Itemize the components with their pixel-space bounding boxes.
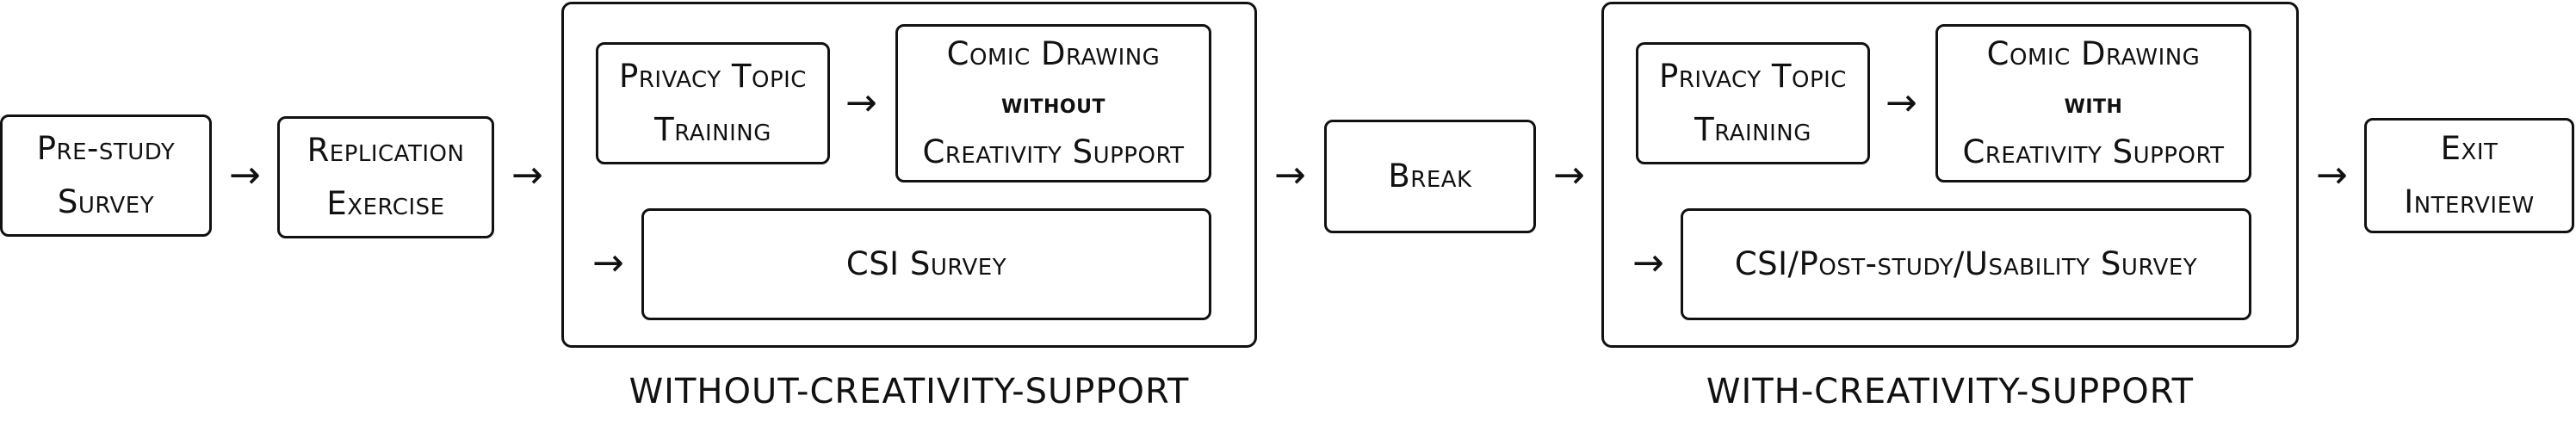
replication-exercise-line-1: Replication bbox=[307, 132, 465, 169]
with-drawing-line-1: Comic Drawing bbox=[1986, 35, 2201, 72]
arrow-icon: → bbox=[592, 241, 624, 285]
with-drawing-line-3: Creativity Support bbox=[1962, 133, 2225, 170]
replication-exercise-line-2: Exercise bbox=[326, 185, 445, 222]
csi-survey-box: CSI Survey bbox=[641, 208, 1211, 320]
without-privacy-topic-training-box: Privacy Topic Training bbox=[596, 42, 830, 164]
with-drawing-emphasis: with bbox=[2064, 87, 2123, 120]
arrow-icon: → bbox=[1886, 81, 1917, 125]
csi-survey-label: CSI Survey bbox=[845, 245, 1007, 282]
arrow-icon: → bbox=[1632, 241, 1664, 285]
with-survey-label: CSI/Post-study/Usability Survey bbox=[1734, 245, 2198, 282]
arrow-icon: → bbox=[229, 153, 261, 197]
replication-exercise-box: Replication Exercise bbox=[277, 116, 494, 238]
exit-interview-line-2: Interview bbox=[2404, 183, 2535, 220]
comic-drawing-with-support-box: Comic Drawing with Creativity Support bbox=[1935, 24, 2251, 182]
without-drawing-emphasis: without bbox=[1001, 87, 1105, 120]
exit-interview-box: Exit Interview bbox=[2364, 118, 2574, 233]
arrow-icon: → bbox=[1553, 153, 1585, 197]
with-group-caption: WITH-CREATIVITY-SUPPORT bbox=[1706, 372, 2195, 411]
without-drawing-line-1: Comic Drawing bbox=[946, 35, 1161, 72]
arrow-icon: → bbox=[511, 153, 543, 197]
exit-interview-line-1: Exit bbox=[2440, 130, 2499, 167]
without-training-line-1: Privacy Topic bbox=[619, 58, 807, 95]
break-box: Break bbox=[1324, 120, 1536, 233]
with-training-line-2: Training bbox=[1694, 111, 1811, 148]
pre-study-survey-box: Pre-study Survey bbox=[0, 114, 212, 237]
arrow-icon: → bbox=[1274, 153, 1306, 197]
arrow-icon: → bbox=[845, 81, 877, 125]
comic-drawing-without-support-box: Comic Drawing without Creativity Support bbox=[895, 24, 1211, 182]
arrow-icon: → bbox=[2316, 153, 2348, 197]
pre-study-survey-line-2: Survey bbox=[57, 183, 155, 220]
without-group-caption: WITHOUT-CREATIVITY-SUPPORT bbox=[629, 372, 1190, 411]
without-training-line-2: Training bbox=[654, 111, 771, 148]
break-label: Break bbox=[1388, 158, 1472, 195]
pre-study-survey-line-1: Pre-study bbox=[36, 130, 176, 167]
with-training-line-1: Privacy Topic bbox=[1659, 58, 1847, 95]
csi-post-study-usability-survey-box: CSI/Post-study/Usability Survey bbox=[1681, 208, 2251, 320]
without-drawing-line-3: Creativity Support bbox=[922, 133, 1185, 170]
with-privacy-topic-training-box: Privacy Topic Training bbox=[1636, 42, 1870, 164]
